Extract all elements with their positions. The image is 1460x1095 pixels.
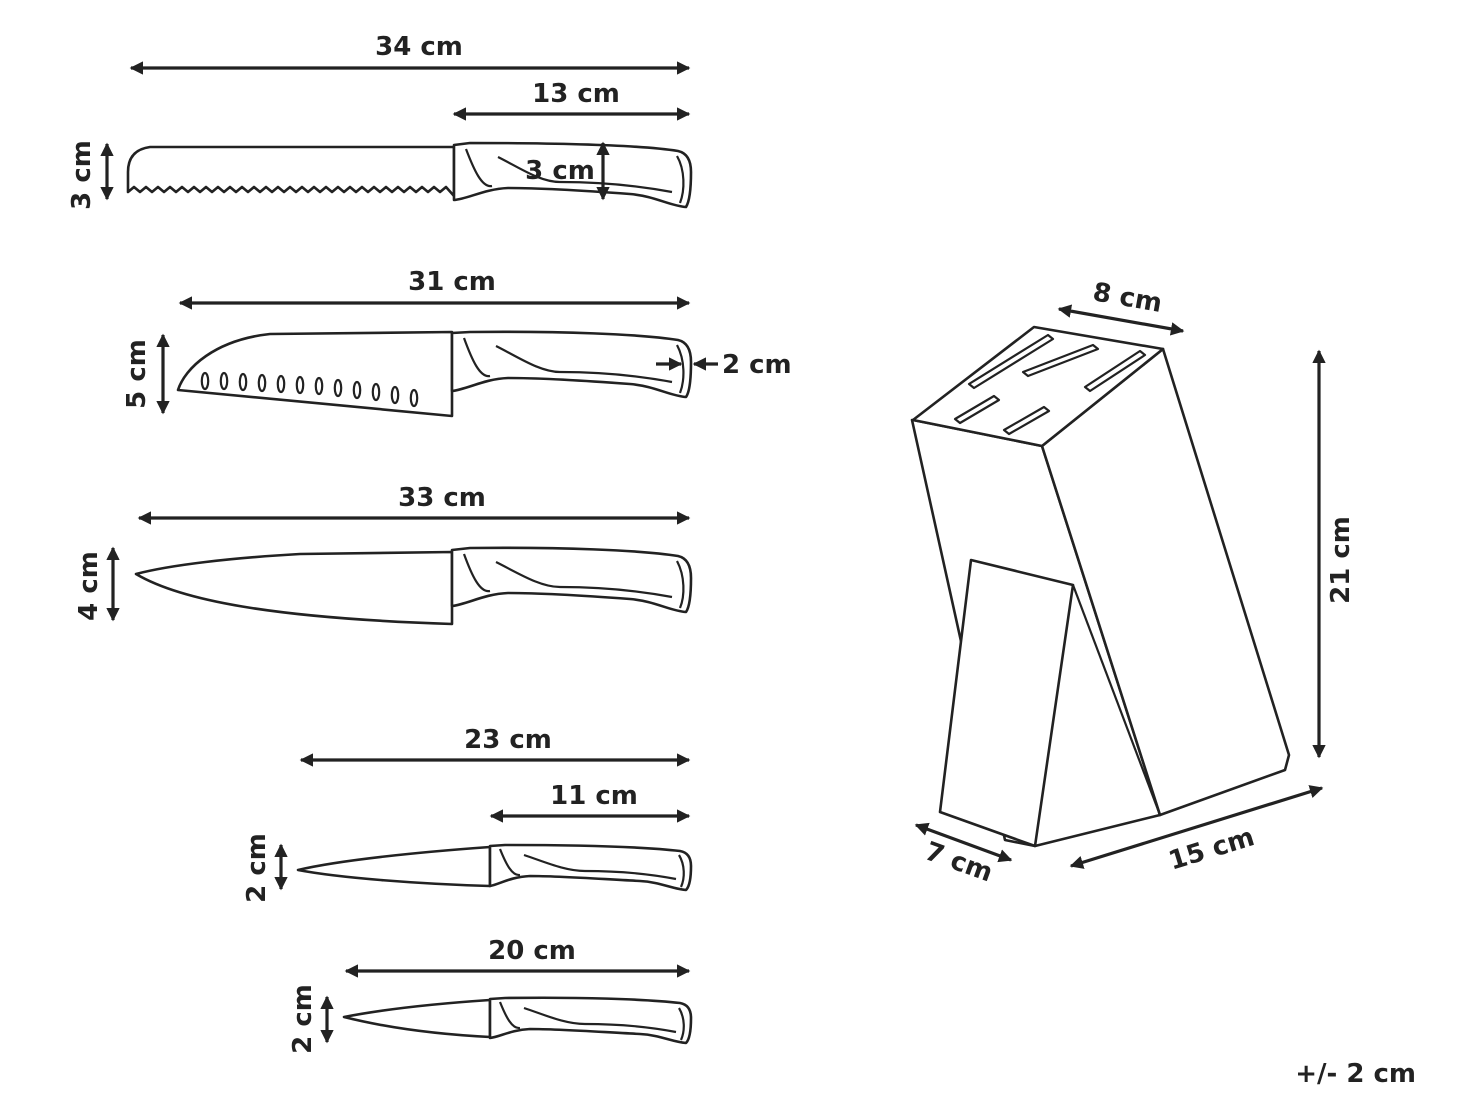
utility-blade-height-label: 2 cm — [242, 833, 272, 903]
knife-block-stand — [938, 558, 1075, 848]
block-top-width-arrow — [1057, 304, 1185, 336]
santoku-length-label: 31 cm — [408, 267, 496, 297]
knife-block-slots — [953, 333, 1147, 436]
bread-knife-handle-height-label: 3 cm — [525, 156, 595, 186]
utility-knife: 23 cm 11 cm 2 cm — [242, 725, 693, 903]
santoku-blade — [176, 330, 454, 418]
chef-blade-height-label: 4 cm — [74, 551, 104, 621]
utility-handle-length-label: 11 cm — [550, 781, 638, 811]
paring-blade — [342, 998, 492, 1039]
bread-knife-blade — [126, 145, 456, 198]
block-top-width-label: 8 cm — [1090, 277, 1164, 319]
block-depth-label: 7 cm — [921, 836, 997, 888]
chef-blade — [134, 550, 454, 626]
utility-length-label: 23 cm — [464, 725, 552, 755]
paring-blade-height-label: 2 cm — [288, 984, 318, 1054]
knife-block-top-face — [911, 325, 1165, 448]
santoku-dimples — [200, 371, 419, 408]
utility-blade — [296, 845, 492, 888]
bread-knife: 34 cm 13 cm 3 cm 3 cm — [67, 32, 693, 210]
block-depth-arrow — [914, 822, 1013, 863]
block-length-label: 15 cm — [1165, 822, 1258, 876]
paring-handle — [488, 996, 693, 1045]
bread-knife-length-label: 34 cm — [375, 32, 463, 62]
chef-knife: 33 cm 4 cm — [74, 483, 693, 626]
santoku-thickness-label: 2 cm — [722, 350, 792, 380]
paring-knife: 20 cm 2 cm — [288, 936, 693, 1054]
paring-length-label: 20 cm — [488, 936, 576, 966]
bread-knife-handle — [452, 141, 693, 209]
utility-handle — [488, 843, 693, 892]
knife-block: 8 cm 21 cm 7 cm 15 cm — [910, 277, 1356, 888]
bread-knife-blade-height-label: 3 cm — [67, 140, 97, 210]
tolerance-note: +/- 2 cm — [1295, 1059, 1416, 1089]
santoku-handle — [450, 330, 693, 399]
chef-length-label: 33 cm — [398, 483, 486, 513]
block-height-label: 21 cm — [1326, 516, 1356, 604]
bread-knife-handle-length-label: 13 cm — [532, 79, 620, 109]
santoku-knife: 31 cm 5 cm 2 cm — [122, 267, 792, 418]
santoku-blade-height-label: 5 cm — [122, 339, 152, 409]
chef-handle — [450, 546, 693, 614]
block-length-arrow — [1069, 785, 1324, 869]
